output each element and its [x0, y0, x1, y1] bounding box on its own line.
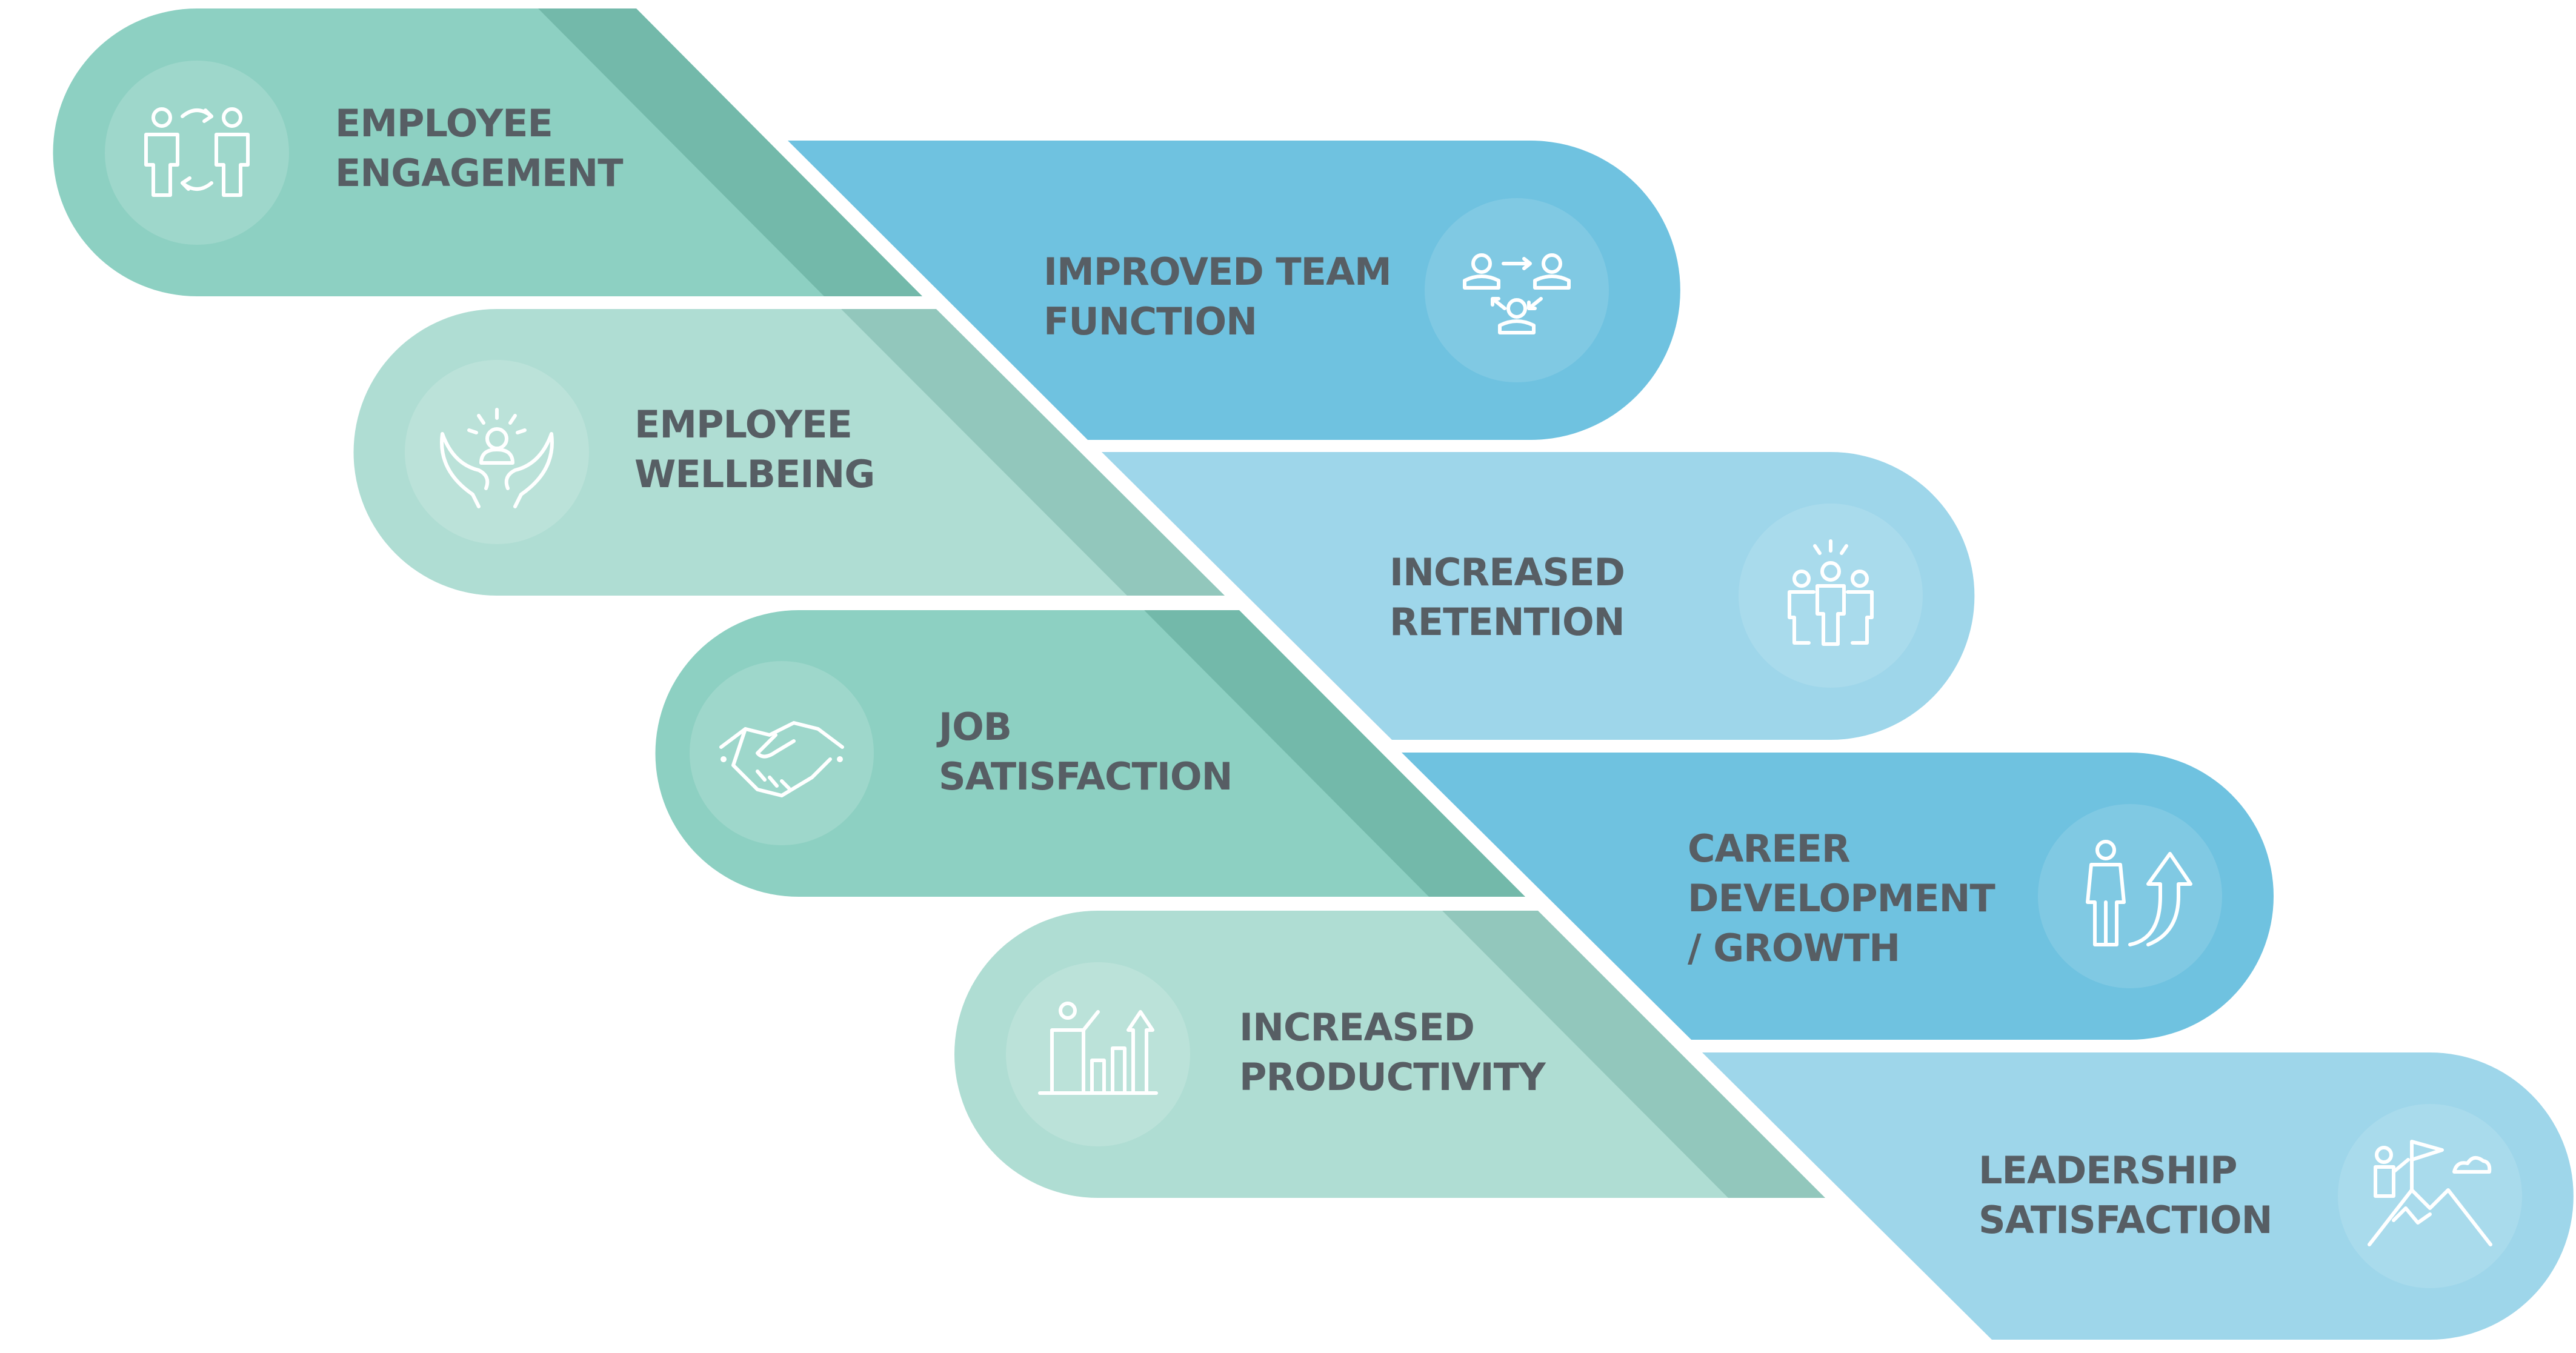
band-increased-retention-shape: [1102, 452, 1975, 740]
group-of-people-icon: [1788, 539, 1874, 646]
label-employee-engagement: EMPLOYEE ENGAGEMENT: [335, 101, 623, 195]
bar-chart-growth-icon: [1038, 1002, 1158, 1095]
label-improved-team-function: IMPROVED TEAM FUNCTION: [1043, 250, 1403, 344]
band-employee-wellbeing-fold: [841, 309, 1225, 596]
icon-circle-improved-team-function: [1425, 198, 1609, 382]
band-career-development: CAREER DEVELOPMENT / GROWTH: [1402, 753, 2274, 1040]
band-improved-team-function-shape: [788, 141, 1680, 440]
label-career-development: CAREER DEVELOPMENT / GROWTH: [1688, 826, 2007, 970]
band-leadership-satisfaction: LEADERSHIP SATISFACTION: [1702, 1052, 2574, 1340]
label-employee-wellbeing: EMPLOYEE WELLBEING: [634, 402, 874, 496]
band-leadership-satisfaction-shape: [1702, 1052, 2574, 1340]
handshake-icon: [719, 721, 844, 797]
band-job-satisfaction-fold: [1144, 610, 1525, 897]
icon-circle-career-development: [2038, 804, 2222, 988]
label-increased-retention: INCREASED RETENTION: [1390, 550, 1637, 644]
icon-circle-increased-retention: [1739, 504, 1923, 688]
band-employee-engagement-fold: [538, 8, 922, 296]
label-increased-productivity: INCREASED PRODUCTIVITY: [1239, 1005, 1546, 1099]
person-growth-arrow-icon: [2086, 840, 2192, 946]
icon-circle-employee-engagement: [105, 61, 289, 245]
band-career-development-shape: [1402, 753, 2274, 1040]
band-increased-retention: INCREASED RETENTION: [1102, 452, 1975, 740]
team-network-icon: [1463, 253, 1571, 334]
two-people-exchange-icon: [144, 107, 250, 197]
band-employee-wellbeing-shape: [353, 309, 1225, 596]
band-job-satisfaction-shape: [655, 610, 1525, 897]
icon-circle-leadership-satisfaction: [2338, 1104, 2522, 1288]
label-job-satisfaction: JOB SATISFACTION: [936, 705, 1233, 799]
hands-holding-person-icon: [440, 408, 554, 508]
label-leadership-satisfaction: LEADERSHIP SATISFACTION: [1979, 1148, 2272, 1242]
icon-circle-increased-productivity: [1006, 962, 1190, 1146]
band-employee-engagement: EMPLOYEE ENGAGEMENT: [53, 8, 922, 296]
band-increased-productivity: INCREASED PRODUCTIVITY: [954, 911, 1825, 1198]
band-increased-productivity-shape: [954, 911, 1825, 1198]
band-increased-productivity-fold: [1442, 911, 1825, 1198]
icon-circle-job-satisfaction: [690, 661, 874, 845]
icon-circle-employee-wellbeing: [405, 360, 589, 544]
mountain-flag-climber-icon: [2368, 1140, 2492, 1246]
band-job-satisfaction: JOB SATISFACTION: [655, 610, 1525, 897]
band-employee-wellbeing: EMPLOYEE WELLBEING: [353, 309, 1225, 596]
band-improved-team-function: IMPROVED TEAM FUNCTION: [788, 141, 1680, 440]
